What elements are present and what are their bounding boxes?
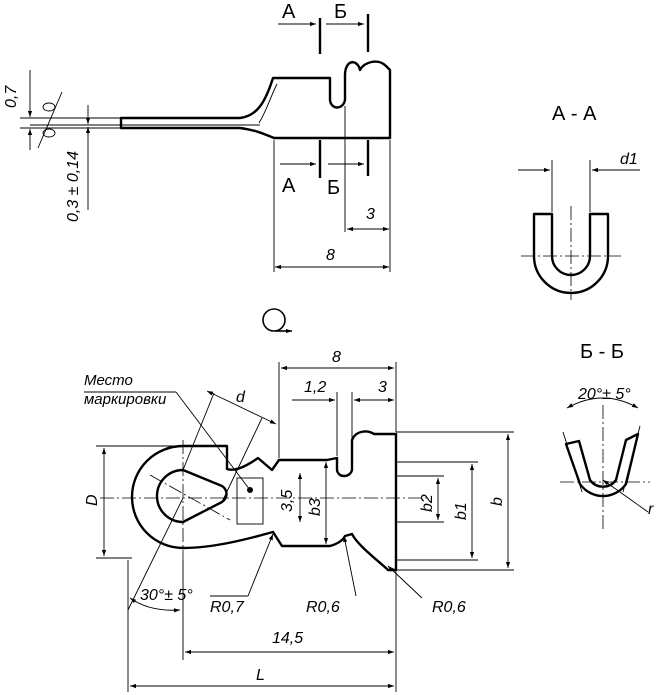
section-bb-profile (564, 432, 640, 498)
angle-arc (566, 397, 639, 409)
dim-D: D (84, 494, 101, 506)
r06a-leader (343, 535, 357, 597)
dim-8-plan: 8 (332, 349, 341, 366)
section-b-label-bottom: Б (327, 177, 340, 199)
dim-r07: R0,7 (210, 599, 245, 616)
section-b-label-top: Б (334, 1, 347, 23)
angle-30-ref (127, 497, 184, 611)
r06b-leader (387, 565, 423, 599)
d-ext-right (221, 417, 263, 503)
dim-b3: b3 (307, 498, 324, 516)
section-aa-title: А - А (552, 103, 597, 125)
dim-14-5: 14,5 (272, 630, 303, 647)
side-view-inner-edge (258, 83, 278, 124)
side-view: А Б А Б 0,7 0,3 ± 0,14 3 8 (3, 1, 392, 272)
dim-3-side: 3 (366, 206, 375, 223)
dim-1-2: 1,2 (304, 379, 326, 396)
dim-r: r (648, 501, 654, 518)
section-a-label-top: А (282, 1, 296, 23)
dim-d: d (236, 389, 246, 406)
dim-thickness-07: 0,7 (3, 85, 20, 108)
dim-b2: b2 (419, 494, 436, 512)
r07-leader (247, 533, 274, 597)
marking-place-rect (236, 477, 264, 525)
dim-thickness-03: 0,3 ± 0,14 (65, 151, 82, 222)
section-bb: Б - Б 20°± 5° r (560, 341, 654, 530)
plan-centerline-diag (149, 474, 231, 521)
d-dim-line (206, 390, 277, 425)
section-a-label-bottom: А (282, 175, 296, 197)
dim-r06-a: R0,6 (306, 599, 340, 616)
marking-leader (175, 391, 251, 491)
angle-30-arc (129, 597, 181, 613)
marking-label-1: Место (84, 372, 133, 389)
dim-angle-30: 30°± 5° (140, 587, 193, 604)
section-aa: А - А d1 (518, 103, 640, 300)
plan-view: Место маркировки d D 8 1,2 3 3,5 b3 (84, 349, 514, 692)
d-ext-left (182, 392, 215, 471)
dim-8-side: 8 (326, 247, 335, 264)
r-leader (602, 479, 649, 513)
plan-view-slot (155, 468, 228, 524)
dim-L: L (256, 667, 265, 684)
dim-3-5: 3,5 (279, 490, 296, 512)
side-view-outline (119, 60, 392, 140)
tolerance-symbol (37, 91, 63, 149)
marking-label-2: маркировки (84, 391, 167, 408)
dim-3-plan: 3 (378, 379, 387, 396)
rotation-symbol (262, 308, 292, 334)
dim-d1: d1 (620, 151, 638, 168)
section-bb-title: Б - Б (580, 341, 624, 363)
dim-b: b (489, 497, 506, 506)
dim-angle-20: 20°± 5° (577, 386, 631, 403)
plan-view-outline (130, 430, 398, 572)
angle-ref-right (622, 425, 641, 493)
dim-b1: b1 (453, 502, 470, 520)
section-aa-profile (532, 212, 610, 295)
dim-r06-b: R0,6 (432, 599, 466, 616)
